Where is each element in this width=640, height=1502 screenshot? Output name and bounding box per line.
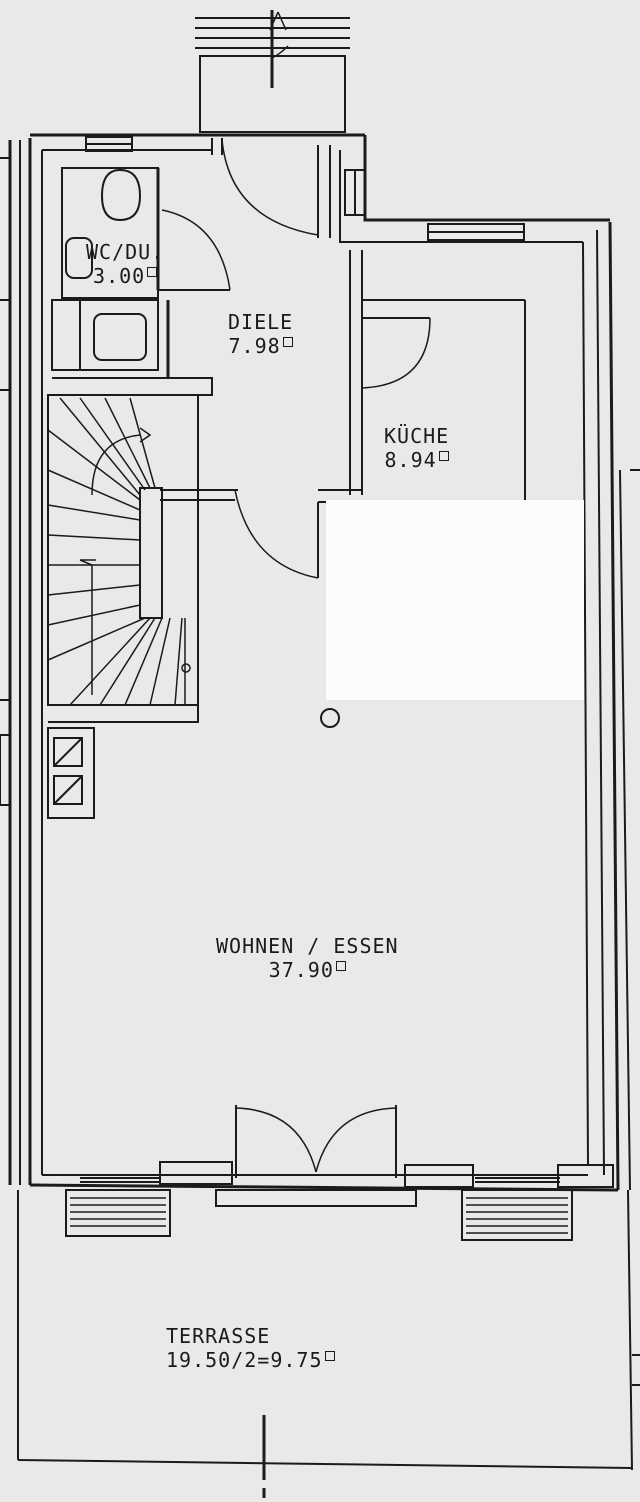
wc-room xyxy=(51,167,231,396)
wc-area: 3.00 xyxy=(93,264,146,288)
area-unit-icon xyxy=(147,267,158,277)
area-unit-icon xyxy=(438,451,449,461)
wc-door-swing xyxy=(161,209,231,291)
kitchen-door-swing xyxy=(361,317,431,389)
diele-label: DIELE 7.98 xyxy=(228,310,293,358)
terrasse-name: TERRASSE xyxy=(166,1324,271,1348)
diele-name: DIELE xyxy=(228,310,294,334)
kueche-name: KÜCHE xyxy=(384,424,450,448)
area-unit-icon xyxy=(335,961,346,971)
exterior-grates xyxy=(65,1189,573,1241)
toilet-icon xyxy=(100,168,142,222)
area-unit-icon xyxy=(282,337,293,347)
washbasin-icon xyxy=(65,237,93,279)
terrasse-area: 19.50/2=9.75 xyxy=(166,1348,323,1372)
living-door-swing xyxy=(234,489,319,579)
kueche-label: KÜCHE 8.94 xyxy=(384,424,449,472)
kitchen-counter xyxy=(326,300,584,700)
kueche-area: 8.94 xyxy=(384,448,437,472)
neighbour-wall xyxy=(0,140,21,1185)
wohnen-area: 37.90 xyxy=(268,958,334,982)
wohnen-name: WOHNEN / ESSEN xyxy=(216,934,399,958)
wc-name: WC/DU. xyxy=(86,240,165,264)
diele-area: 7.98 xyxy=(228,334,281,358)
windows xyxy=(80,136,560,1183)
entrance-door-swing xyxy=(221,139,319,236)
area-unit-icon xyxy=(324,1351,335,1361)
terrace-outline xyxy=(17,1189,640,1498)
terrace-doors xyxy=(159,1105,614,1207)
terrasse-label: TERRASSE 19.50/2=9.75 xyxy=(166,1324,335,1372)
wohnen-label: WOHNEN / ESSEN 37.90 xyxy=(216,934,399,982)
chimney-shafts xyxy=(47,727,95,819)
entrance-landing xyxy=(195,10,350,133)
diele-walls xyxy=(160,138,525,579)
staircase xyxy=(47,394,199,723)
wc-label: WC/DU. 3.00 xyxy=(86,240,164,288)
ceiling-light-icon xyxy=(320,708,340,728)
shower-tray-icon xyxy=(93,313,147,361)
